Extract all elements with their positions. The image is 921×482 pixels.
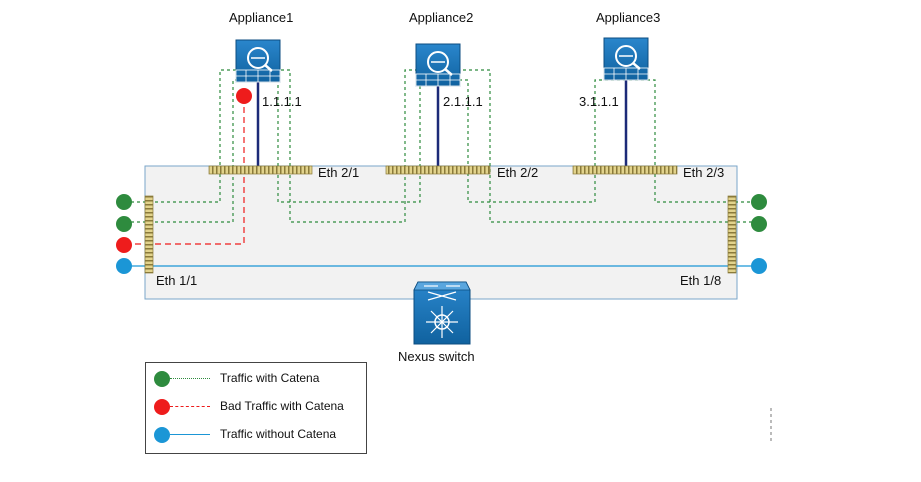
cyan-endpoint-dot — [751, 258, 767, 274]
eth-2-1-port-strip — [208, 165, 313, 175]
appliance2-icon — [415, 43, 461, 87]
green-endpoint-dot — [116, 216, 132, 232]
green-dot-icon — [154, 371, 170, 387]
eth-1-8-port-strip — [727, 195, 737, 274]
appliance1-label: Appliance1 — [229, 10, 294, 25]
cyan-endpoint-dot — [116, 258, 132, 274]
switch-body — [144, 165, 738, 300]
cyan-dot-icon — [154, 427, 170, 443]
appliance2-ip: 2.1.1.1 — [443, 94, 483, 109]
eth-2-3-label: Eth 2/3 — [683, 165, 725, 180]
dotted-line-icon — [170, 378, 210, 379]
legend-item-traffic-with-catena: Traffic with Catena — [146, 367, 366, 391]
eth-1-1-port-strip — [144, 195, 154, 274]
red-endpoint-dot — [116, 237, 132, 253]
appliance2-label: Appliance2 — [409, 10, 474, 25]
appliance3-ip: 3.1.1.1 — [579, 94, 619, 109]
eth-1-1-label: Eth 1/1 — [156, 273, 198, 288]
legend-label: Bad Traffic with Catena — [220, 399, 344, 413]
nexus-switch-icon — [413, 281, 471, 345]
red-dot-icon — [154, 399, 170, 415]
appliance1-ip: 1.1.1.1 — [262, 94, 302, 109]
legend-label: Traffic without Catena — [220, 427, 337, 441]
legend-label: Traffic with Catena — [220, 371, 320, 385]
dashed-line-icon — [170, 406, 210, 407]
appliance3-label: Appliance3 — [596, 10, 661, 25]
eth-2-2-port-strip — [385, 165, 491, 175]
legend-item-traffic-without-catena: Traffic without Catena — [146, 423, 366, 447]
green-endpoint-dot — [751, 194, 767, 210]
trunk-lines — [256, 80, 628, 168]
switch-name: Nexus switch — [398, 349, 475, 364]
appliance3-icon — [603, 37, 649, 81]
green-endpoint-dot — [751, 216, 767, 232]
green-endpoint-dot — [116, 194, 132, 210]
eth-2-2-label: Eth 2/2 — [497, 165, 539, 180]
legend: Traffic with Catena Bad Traffic with Cat… — [145, 362, 367, 454]
appliance1-icon — [235, 39, 281, 83]
eth-1-8-label: Eth 1/8 — [680, 273, 722, 288]
legend-item-bad-traffic: Bad Traffic with Catena — [146, 395, 366, 419]
eth-2-3-port-strip — [572, 165, 678, 175]
appliance1-red-dot — [236, 88, 252, 104]
solid-line-icon — [170, 434, 210, 435]
eth-2-1-label: Eth 2/1 — [318, 165, 360, 180]
